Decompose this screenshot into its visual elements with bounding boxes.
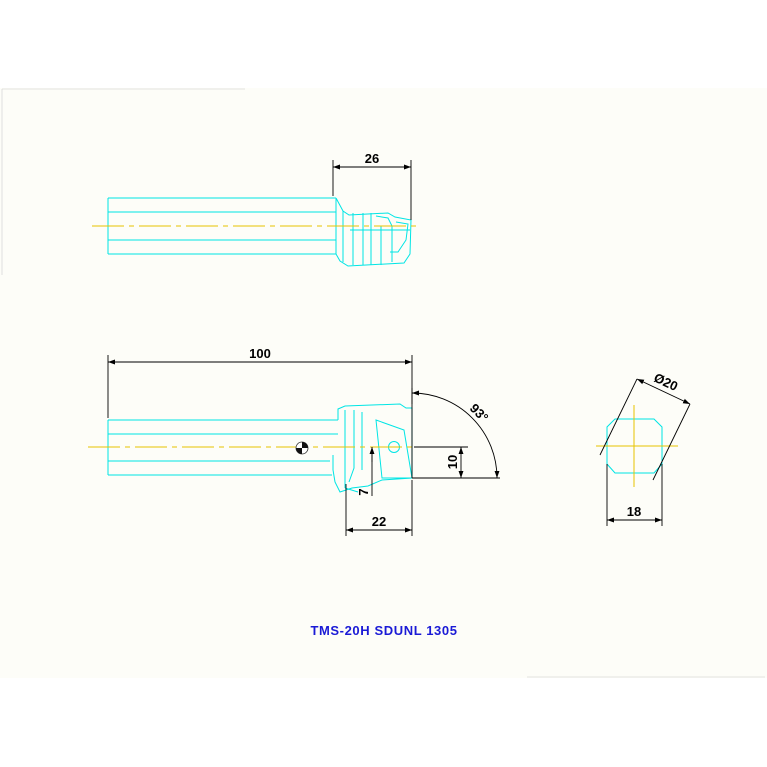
dim-flat-width: 18	[606, 464, 663, 526]
top-view: 26	[92, 151, 420, 267]
center-mark-icon	[295, 441, 309, 455]
dim-top-head-length: 26	[332, 151, 412, 220]
dim-label-100: 100	[249, 346, 271, 361]
dim-head-length: 22	[345, 480, 413, 536]
dim-label-10: 10	[445, 455, 460, 469]
dim-overall-length: 100	[107, 346, 413, 418]
top-view-shank	[107, 197, 336, 255]
front-view-shank	[107, 419, 338, 476]
dim-label-26: 26	[365, 151, 379, 166]
shank-section-outline	[606, 418, 663, 474]
dim-tip-height: 10	[414, 446, 468, 478]
dim-label-22: 22	[372, 514, 386, 529]
dim-label-18: 18	[627, 504, 641, 519]
front-view: 100 93° 10 7 22	[88, 346, 500, 536]
dim-tip-offset: 7	[356, 447, 375, 496]
drawing-title: TMS-20H SDUNL 1305	[310, 623, 457, 638]
dim-label-7: 7	[356, 488, 371, 495]
sheet-border	[1, 88, 765, 678]
front-view-head	[332, 403, 413, 493]
